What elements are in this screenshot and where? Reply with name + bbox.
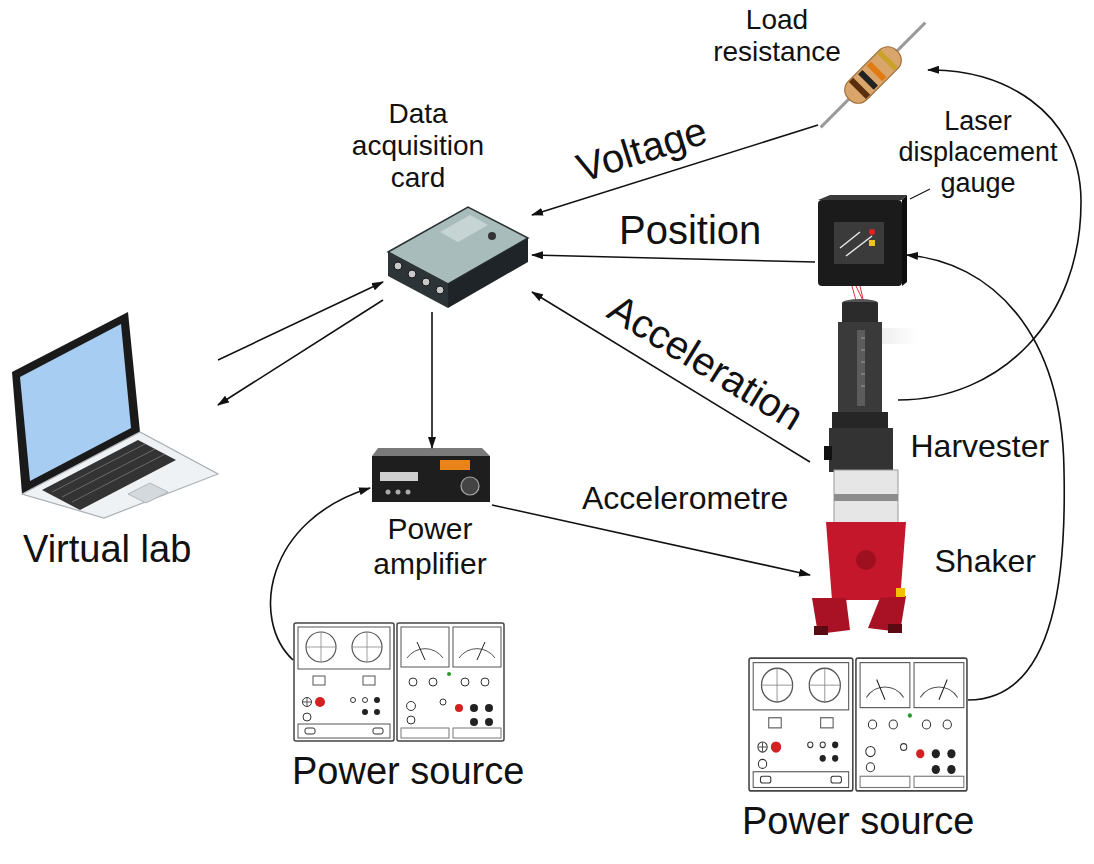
shaker-harvester-illustration-part: [842, 302, 878, 324]
resistor-symbol-part: [867, 62, 887, 82]
daq-card-illustration-part: [448, 238, 528, 308]
daq-card-node: Data acquisition card: [383, 205, 532, 312]
laser-gauge-illustration-part: [818, 195, 907, 200]
daq-card-illustration-part: [488, 232, 496, 240]
shaker-node: HarvesterAccelerometreShaker: [810, 300, 898, 635]
laser-gauge-illustration: [818, 189, 930, 344]
device-label: Power source: [742, 800, 974, 844]
laser-gauge-illustration-part: [902, 195, 907, 286]
daq-card-illustration-part: [440, 215, 488, 242]
laser-gauge-illustration-part: [910, 189, 930, 199]
shaker-harvester-illustration-part: [868, 596, 906, 632]
power-amplifier-illustration: [372, 448, 490, 502]
connector-arrow: [271, 488, 370, 660]
device-label: Data acquisition card: [333, 98, 503, 195]
resistor-node: Load resistance: [818, 18, 928, 132]
shaker-harvester-illustration-part: [838, 322, 882, 414]
laptop-illustration: [12, 312, 218, 518]
signal-label: Position: [619, 207, 761, 253]
laptop-illustration-part: [22, 432, 218, 518]
shaker-harvester-illustration-part: [888, 624, 902, 633]
power-amplifier-illustration-part: [396, 490, 401, 495]
connector-arrow: [218, 300, 383, 405]
laptop-illustration-part: [42, 440, 176, 510]
power-amplifier-illustration-part: [380, 472, 418, 481]
laptop-illustration-part: [128, 483, 168, 503]
device-label: Harvester: [911, 428, 1050, 465]
power-amplifier-node: Power amplifier: [370, 448, 492, 510]
resistor-symbol: [811, 13, 934, 136]
signal-label: Voltage: [571, 107, 712, 191]
shaker-harvester-illustration-part: [824, 446, 832, 460]
shaker-harvester-illustration-part: [834, 470, 898, 524]
shaker-harvester-illustration-part: [826, 522, 906, 600]
laser-gauge-illustration-part: [840, 232, 872, 256]
power-amplifier-illustration-part: [372, 448, 490, 456]
power-amplifier-illustration-part: [440, 460, 470, 470]
device-label: Power source: [292, 750, 524, 794]
daq-card-illustration: [388, 207, 528, 308]
shaker-harvester-illustration-part: [896, 588, 905, 597]
shaker-harvester-illustration-part: [814, 626, 828, 635]
connector-arrow: [218, 282, 383, 360]
power-source-illustration-part: [294, 623, 504, 741]
shaker-harvester-illustration-part: [856, 550, 876, 570]
daq-card-illustration-part: [422, 278, 430, 286]
shaker-harvester-illustration-part: [832, 412, 888, 430]
laser-gauge-illustration-part: [869, 240, 875, 246]
shaker-harvester-illustration-part: [829, 428, 893, 472]
shaker-harvester-illustration: [812, 299, 906, 635]
connector-arrow: [532, 255, 815, 262]
device-label: Laser displacement gauge: [894, 106, 1062, 199]
daq-card-illustration-part: [394, 262, 402, 270]
device-label: Accelerometre: [582, 480, 788, 517]
connector-arrow: [431, 312, 433, 448]
daq-card-illustration-part: [388, 252, 448, 308]
power-source-node: Power source: [748, 657, 968, 792]
connector-arrow: [907, 255, 1064, 700]
device-label: Power amplifier: [355, 512, 505, 581]
power-amplifier-illustration-part: [386, 490, 391, 495]
device-label: Virtual lab: [23, 528, 191, 572]
power-amplifier-illustration-part: [406, 490, 411, 495]
signal-label: Acceleration: [600, 285, 812, 440]
daq-card-illustration-part: [436, 286, 444, 294]
resistor-symbol-part: [877, 50, 898, 71]
laser-gauge-illustration-part: [869, 229, 875, 235]
shaker-harvester-illustration-part: [857, 330, 865, 406]
laser-gauge-illustration-part: [818, 200, 902, 286]
daq-card-illustration-part: [408, 270, 416, 278]
shaker-harvester-illustration-part: [812, 598, 850, 634]
power-source-node: Power source: [293, 622, 505, 742]
laser-gauge-node: Laser displacement gauge: [815, 195, 907, 290]
device-label: Shaker: [935, 543, 1036, 580]
power-source-illustration-part: [749, 658, 967, 791]
laser-gauge-illustration-part: [834, 222, 884, 264]
power-amplifier-illustration-part: [461, 477, 479, 495]
power-amplifier-illustration-part: [372, 456, 490, 502]
resistor-symbol-part: [840, 42, 906, 108]
shaker-harvester-illustration-part: [834, 494, 898, 501]
laptop-node: Virtual lab: [10, 308, 218, 518]
device-label: Load resistance: [702, 4, 852, 68]
shaker-harvester-illustration-part: [861, 338, 865, 386]
